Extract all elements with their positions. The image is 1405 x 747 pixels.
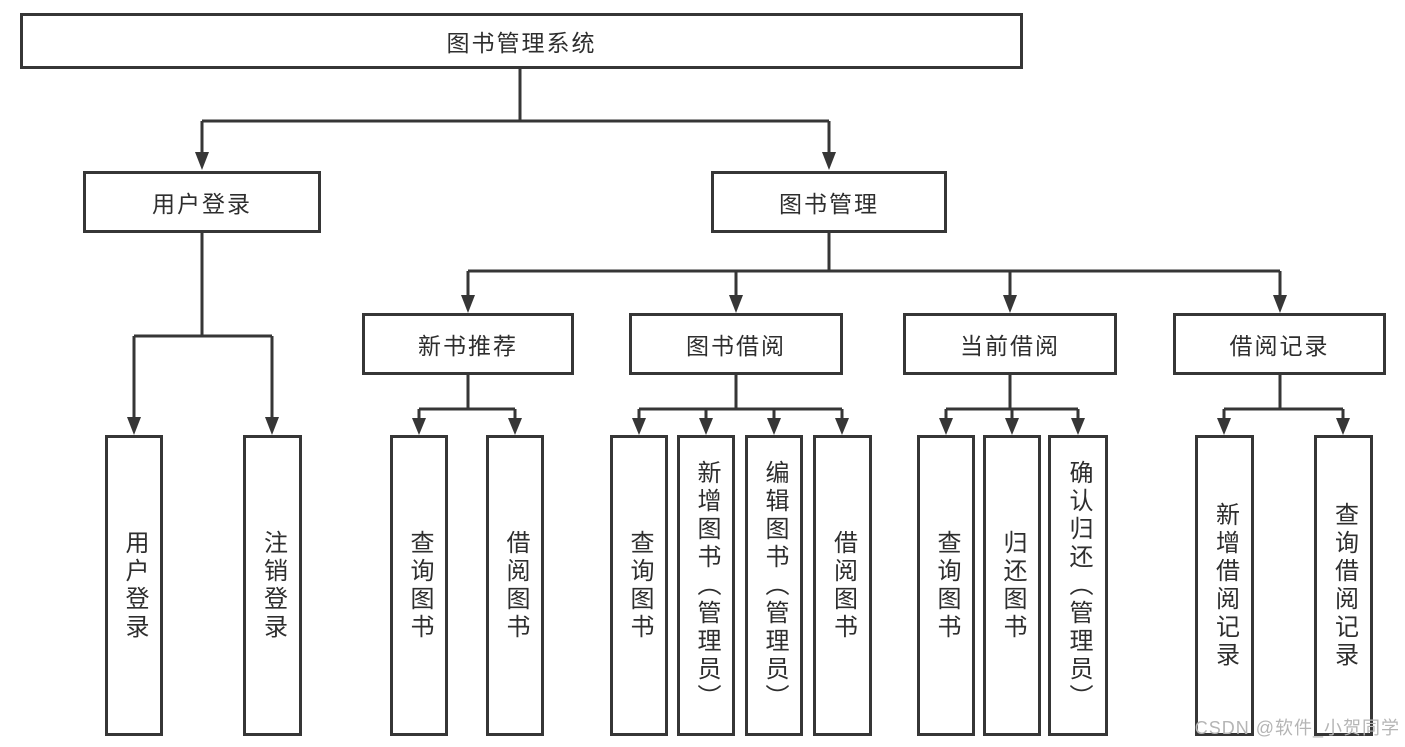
leaf-return-books: 归还图书 (983, 435, 1041, 736)
leaf-add-books-admin: 新增图书（管理员） (677, 435, 735, 736)
node-root-system: 图书管理系统 (20, 13, 1023, 69)
leaf-query-books-recommend: 查询图书 (390, 435, 448, 736)
leaf-query-books-borrow: 查询图书 (610, 435, 668, 736)
leaf-logout-login: 注销登录 (243, 435, 302, 736)
leaf-return-books-label: 归还图书 (999, 529, 1026, 642)
csdn-watermark: CSDN @软件_小贺同学 (1194, 718, 1400, 738)
leaf-confirm-return-admin-label: 确认归还（管理员） (1065, 459, 1092, 712)
leaf-edit-books-admin-label: 编辑图书（管理员） (761, 459, 788, 712)
node-new-book-recommend: 新书推荐 (362, 313, 574, 375)
leaf-add-borrow-record-label: 新增借阅记录 (1211, 501, 1239, 670)
leaf-add-books-admin-label: 新增图书（管理员） (693, 459, 720, 712)
leaf-borrow-books-recommend: 借阅图书 (486, 435, 544, 736)
node-user-login: 用户登录 (83, 171, 321, 233)
leaf-borrow-books: 借阅图书 (813, 435, 872, 736)
leaf-borrow-books-recommend-label: 借阅图书 (502, 529, 529, 642)
node-borrow-record: 借阅记录 (1173, 313, 1386, 375)
leaf-query-books-recommend-label: 查询图书 (406, 529, 433, 642)
leaf-query-books-current-label: 查询图书 (933, 529, 960, 642)
leaf-query-borrow-record: 查询借阅记录 (1314, 435, 1373, 736)
leaf-confirm-return-admin: 确认归还（管理员） (1048, 435, 1108, 736)
leaf-query-books-borrow-label: 查询图书 (626, 529, 653, 642)
leaf-query-books-current: 查询图书 (917, 435, 975, 736)
node-book-management: 图书管理 (711, 171, 947, 233)
leaf-user-login-label: 用户登录 (121, 529, 148, 642)
node-book-borrow: 图书借阅 (629, 313, 843, 375)
leaf-logout-login-label: 注销登录 (259, 529, 287, 642)
leaf-add-borrow-record: 新增借阅记录 (1195, 435, 1254, 736)
node-current-borrow: 当前借阅 (903, 313, 1117, 375)
leaf-borrow-books-label: 借阅图书 (829, 529, 857, 642)
leaf-query-borrow-record-label: 查询借阅记录 (1330, 501, 1358, 670)
leaf-user-login: 用户登录 (105, 435, 163, 736)
leaf-edit-books-admin: 编辑图书（管理员） (745, 435, 803, 736)
